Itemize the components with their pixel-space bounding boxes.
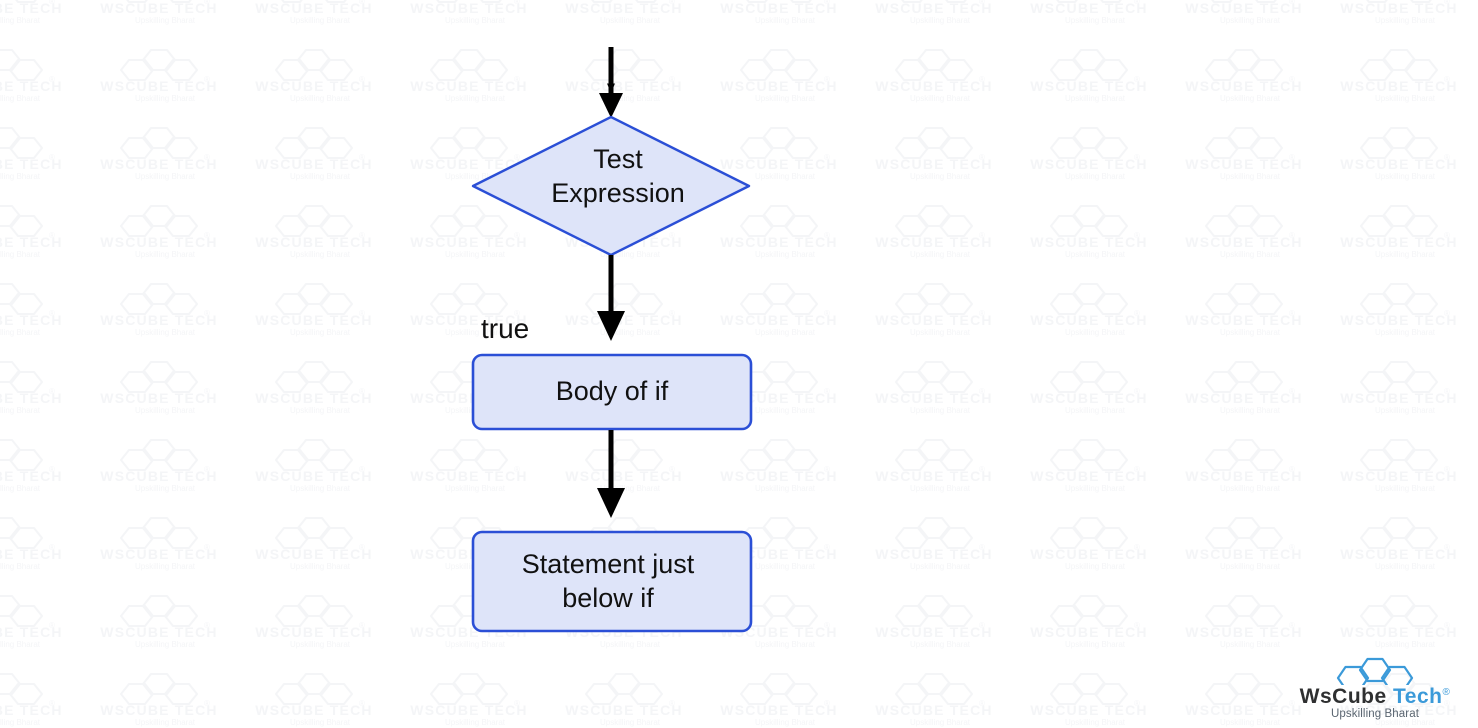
brand-tagline: Upskilling Bharat [1331, 707, 1419, 720]
node-label-line1: Body of if [556, 376, 669, 406]
edge-entry-to-test [599, 47, 623, 118]
node-body-of-if[interactable]: Body of if [471, 353, 753, 431]
brand-wordmark: WsCube Tech® [1300, 686, 1451, 707]
node-label-line1: Statement just [522, 549, 695, 579]
registered-mark-icon: ® [1442, 686, 1451, 698]
brand-word-tech: Tech [1393, 684, 1443, 708]
brand-word-ws: WsCube [1299, 684, 1387, 708]
hexagon-logo-icon [1336, 657, 1414, 685]
brand-logo: WsCube Tech® Upskilling Bharat [1286, 657, 1464, 721]
node-label-line2: Expression [551, 178, 685, 208]
node-label-line2: below if [562, 583, 654, 613]
rect-shape [471, 530, 753, 633]
edge-test-to-body: true [481, 255, 625, 344]
edge-label-true: true [481, 313, 529, 344]
node-statement-below-if[interactable]: Statement just below if [471, 530, 753, 633]
edge-body-to-statement [597, 430, 625, 518]
node-label-line1: Test [593, 144, 643, 174]
node-test-expression[interactable]: Test Expression [471, 115, 751, 257]
